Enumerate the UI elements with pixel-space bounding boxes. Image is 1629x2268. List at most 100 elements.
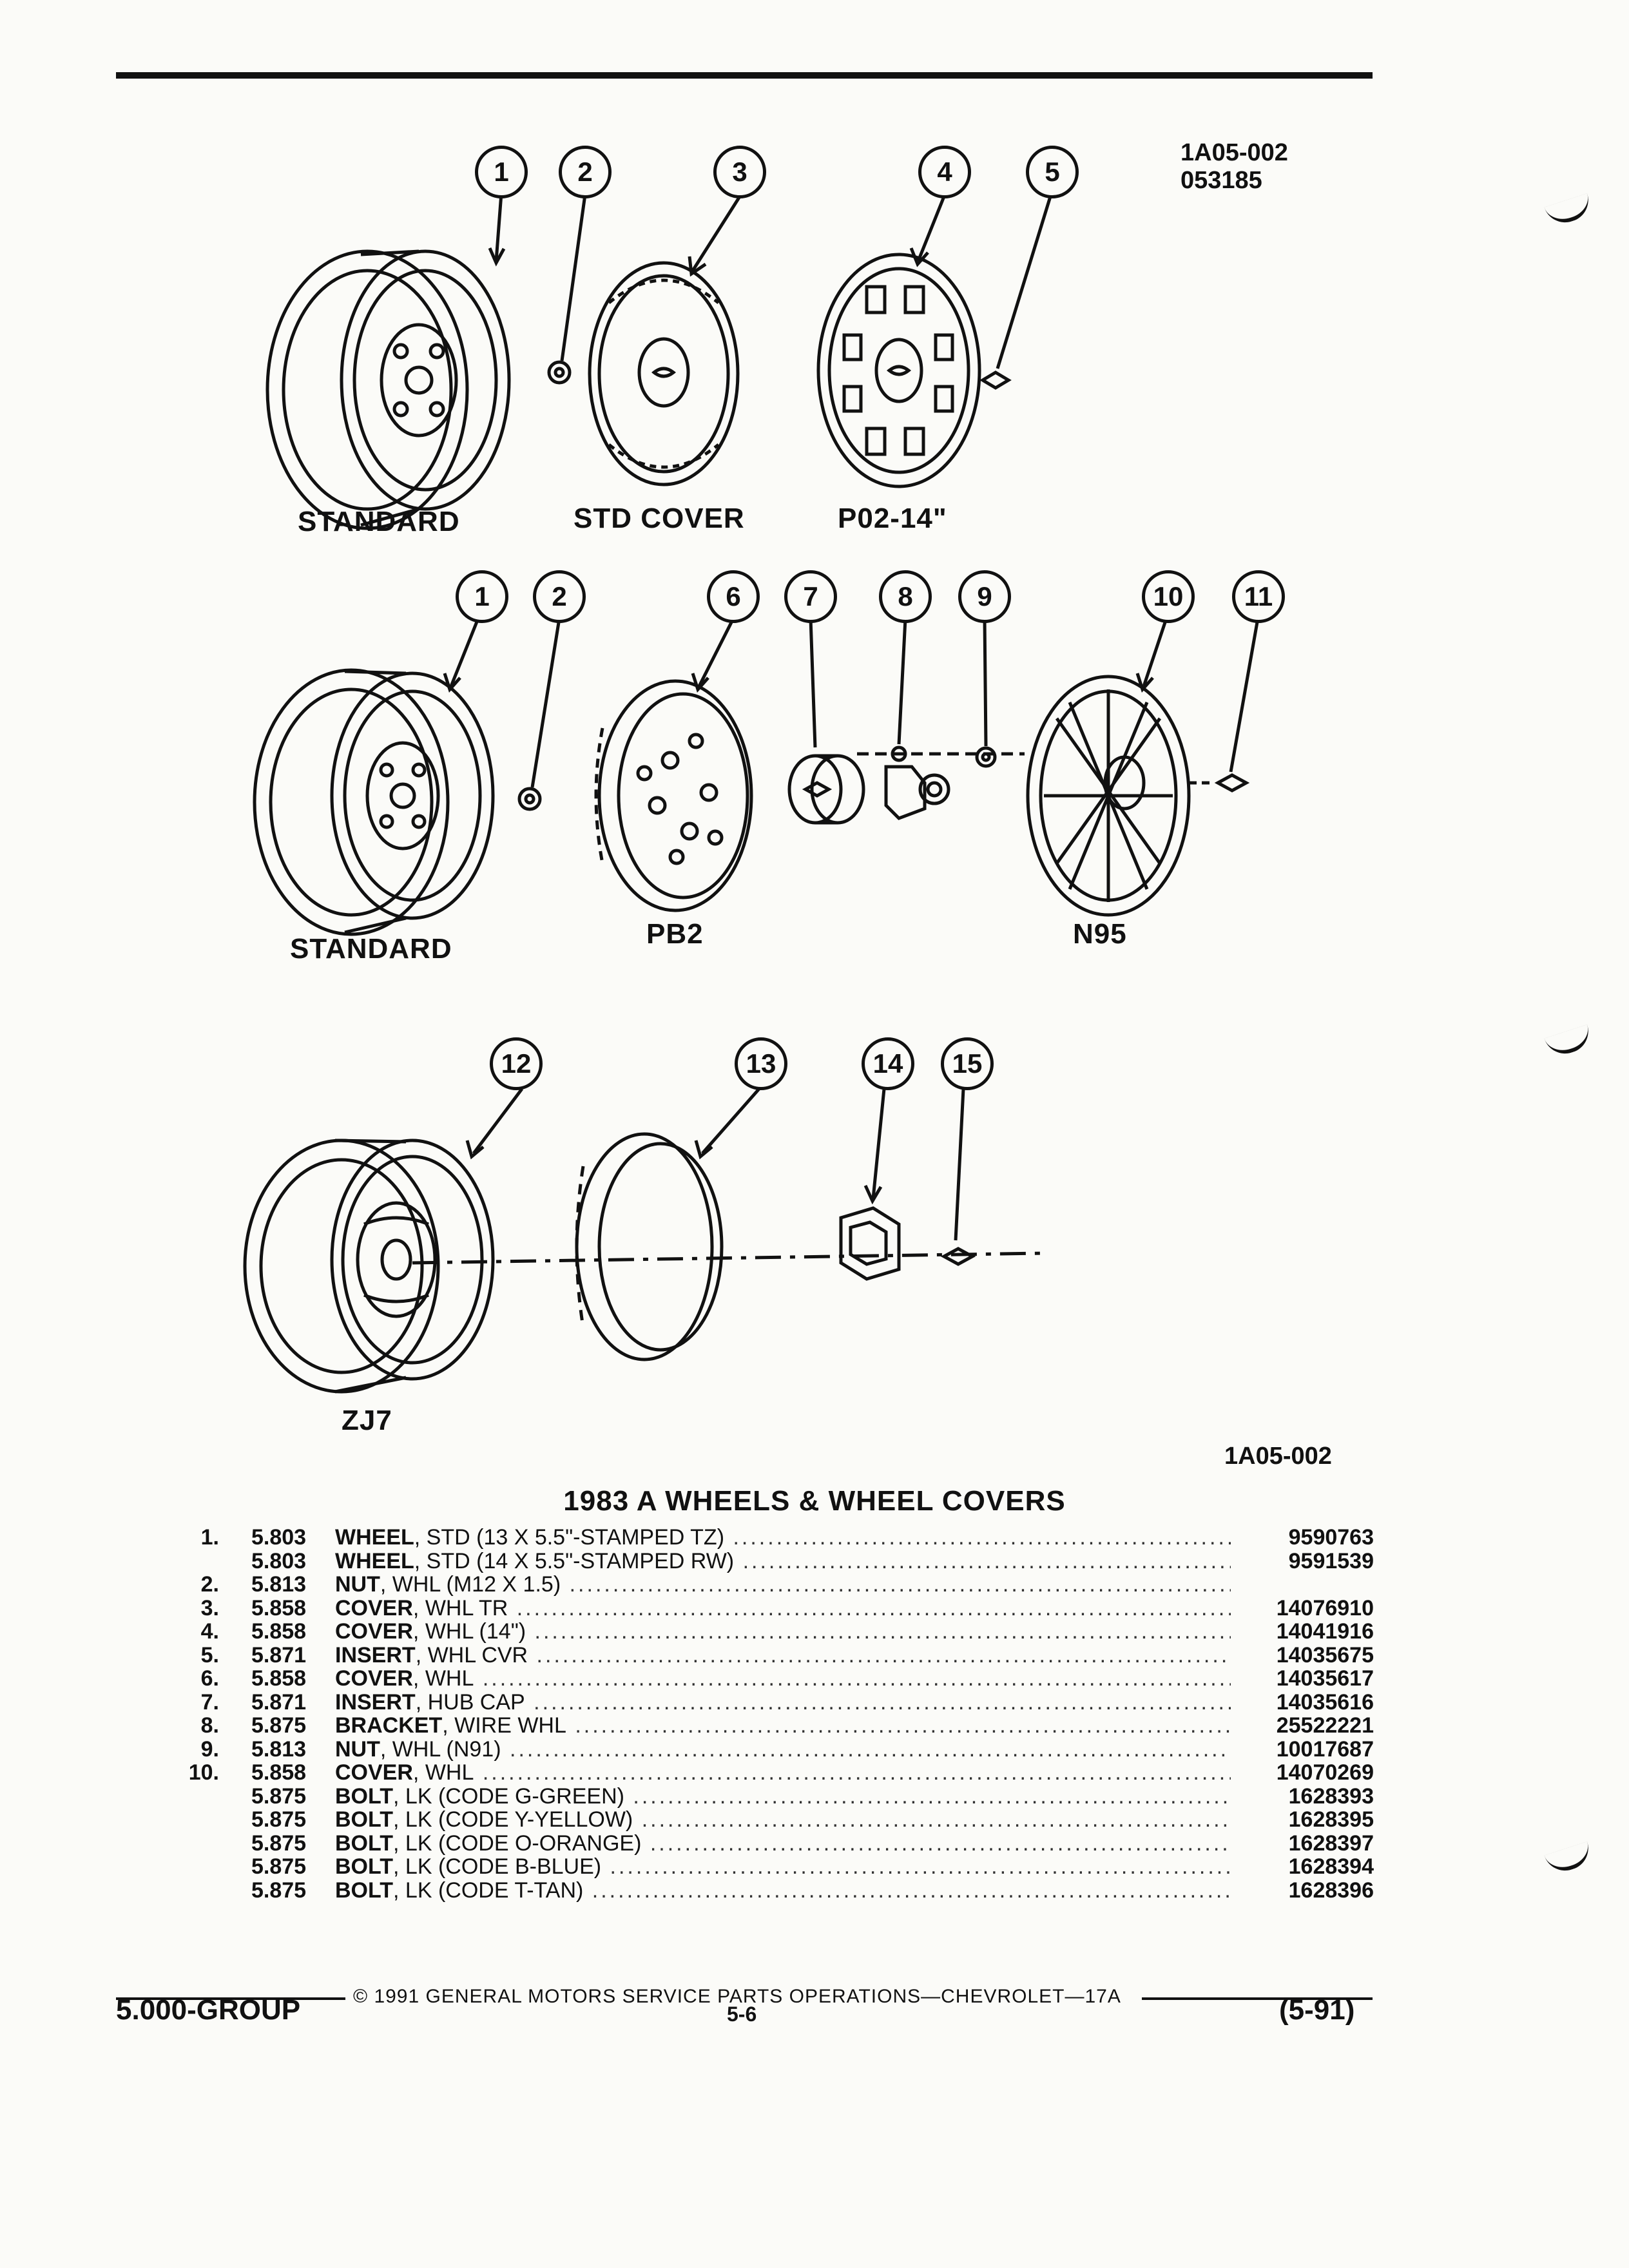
part-description: INSERT, HUB CAP ........................… [335, 1691, 1231, 1714]
part-description: INSERT, WHL CVR ........................… [335, 1644, 1231, 1667]
item-number: 4. [200, 1619, 219, 1644]
standard-wheel-illustration-2 [253, 668, 495, 936]
part-number: 14035617 [1276, 1666, 1374, 1691]
item-number: 2. [200, 1572, 219, 1597]
part-number: 14035616 [1276, 1689, 1374, 1715]
part-description: COVER, WHL TR ..........................… [335, 1597, 1231, 1620]
part-detail: , STD (14 X 5.5"-STAMPED RW) [414, 1549, 735, 1573]
parts-row: 5.875 BOLT, LK (CODE G-GREEN) ...........… [0, 1785, 1629, 1809]
pb2-cover-illustration [594, 679, 753, 912]
copyright-notice: © 1991 GENERAL MOTORS SERVICE PARTS OPER… [353, 1986, 1121, 2007]
part-detail: , LK (CODE G-GREEN) [393, 1784, 624, 1808]
part-detail: , LK (CODE O-ORANGE) [393, 1831, 642, 1855]
part-name: BRACKET [335, 1714, 443, 1737]
callout-4: 4 [918, 146, 971, 198]
wire-wheel-nut-illustration [975, 746, 997, 768]
callout-9: 9 [958, 570, 1011, 623]
part-number: 10017687 [1276, 1736, 1374, 1762]
group-number: 5.875 [251, 1807, 307, 1832]
part-description: COVER, WHL (14") .......................… [335, 1620, 1231, 1643]
group-number: 5.858 [251, 1595, 307, 1620]
leader-dots: ........................................… [482, 1667, 1231, 1690]
revision-date: (5-91) [1279, 1994, 1355, 2026]
part-detail: , LK (CODE B-BLUE) [393, 1855, 602, 1878]
part-name: BOLT [335, 1878, 394, 1902]
group-number: 5.813 [251, 1572, 307, 1597]
part-description: BOLT, LK (CODE T-TAN) ..................… [335, 1879, 1231, 1902]
group-number: 5.858 [251, 1760, 307, 1785]
item-number: 9. [200, 1736, 219, 1762]
leader-dots: ........................................… [742, 1549, 1231, 1573]
part-number: 1628394 [1288, 1854, 1374, 1879]
part-description: COVER, WHL .............................… [335, 1761, 1231, 1784]
part-name: NUT [335, 1573, 380, 1596]
part-description: NUT, WHL (M12 X 1.5) ...................… [335, 1573, 1231, 1596]
top-rule [116, 72, 1373, 79]
part-number: 1628395 [1288, 1807, 1374, 1832]
part-number: 9591539 [1288, 1548, 1374, 1573]
zj7-trim-ring-illustration [575, 1132, 724, 1361]
part-name: BOLT [335, 1808, 394, 1831]
part-name: NUT [335, 1737, 380, 1761]
part-detail: , WHL CVR [415, 1643, 528, 1667]
callout-12: 12 [490, 1037, 543, 1090]
group-label: 5.000-GROUP [116, 1994, 301, 2026]
part-name: COVER [335, 1620, 413, 1643]
leader-dots: ........................................… [534, 1620, 1231, 1643]
part-name: INSERT [335, 1690, 416, 1714]
part-name: COVER [335, 1667, 413, 1690]
part-name: COVER [335, 1761, 413, 1784]
insert-illustration-1 [979, 370, 1012, 390]
callout-8: 8 [879, 570, 932, 623]
callout-1: 1 [475, 146, 528, 198]
part-detail: , HUB CAP [415, 1690, 525, 1714]
group-number: 5.803 [251, 1525, 307, 1550]
leader-dots: ........................................… [633, 1784, 1231, 1808]
label-p02: P02-14" [838, 503, 947, 534]
standard-wheel-illustration-1 [265, 249, 511, 530]
label-zj7: ZJ7 [342, 1405, 392, 1436]
p02-cover-illustration [816, 253, 981, 488]
part-number: 14076910 [1276, 1595, 1374, 1620]
part-name: BOLT [335, 1784, 394, 1808]
parts-row: 2. 5.813 NUT, WHL (M12 X 1.5) ............… [0, 1573, 1629, 1597]
group-number: 5.813 [251, 1736, 307, 1762]
part-detail: , WHL (14") [412, 1620, 526, 1643]
callout-10: 10 [1142, 570, 1195, 623]
item-number: 1. [200, 1525, 219, 1550]
parts-list-title: 1983 A WHEELS & WHEEL COVERS [563, 1485, 1066, 1517]
group-number: 5.858 [251, 1619, 307, 1644]
part-name: WHEEL [335, 1526, 414, 1549]
insert-illustration-3 [940, 1247, 976, 1266]
insert-illustration-2 [1214, 773, 1250, 793]
part-name: INSERT [335, 1643, 416, 1667]
callout-15: 15 [941, 1037, 994, 1090]
page-number: 5-6 [727, 2003, 757, 2026]
reference-date: 053185 [1181, 167, 1262, 194]
part-name: BOLT [335, 1831, 394, 1855]
item-number: 8. [200, 1713, 219, 1738]
group-number: 5.803 [251, 1548, 307, 1573]
label-n95: N95 [1073, 918, 1127, 950]
part-number: 14041916 [1276, 1619, 1374, 1644]
part-number: 14035675 [1276, 1642, 1374, 1667]
group-number: 5.875 [251, 1713, 307, 1738]
leader-dots: ........................................… [534, 1690, 1231, 1714]
label-std-cover: STD COVER [574, 503, 745, 534]
part-description: NUT, WHL (N91) .........................… [335, 1738, 1231, 1761]
callout-3: 3 [713, 146, 766, 198]
group-number: 5.875 [251, 1783, 307, 1809]
callout-6: 6 [707, 570, 760, 623]
group-number: 5.871 [251, 1689, 307, 1715]
std-cover-illustration [588, 261, 740, 486]
n95-cover-illustration [1026, 675, 1211, 917]
